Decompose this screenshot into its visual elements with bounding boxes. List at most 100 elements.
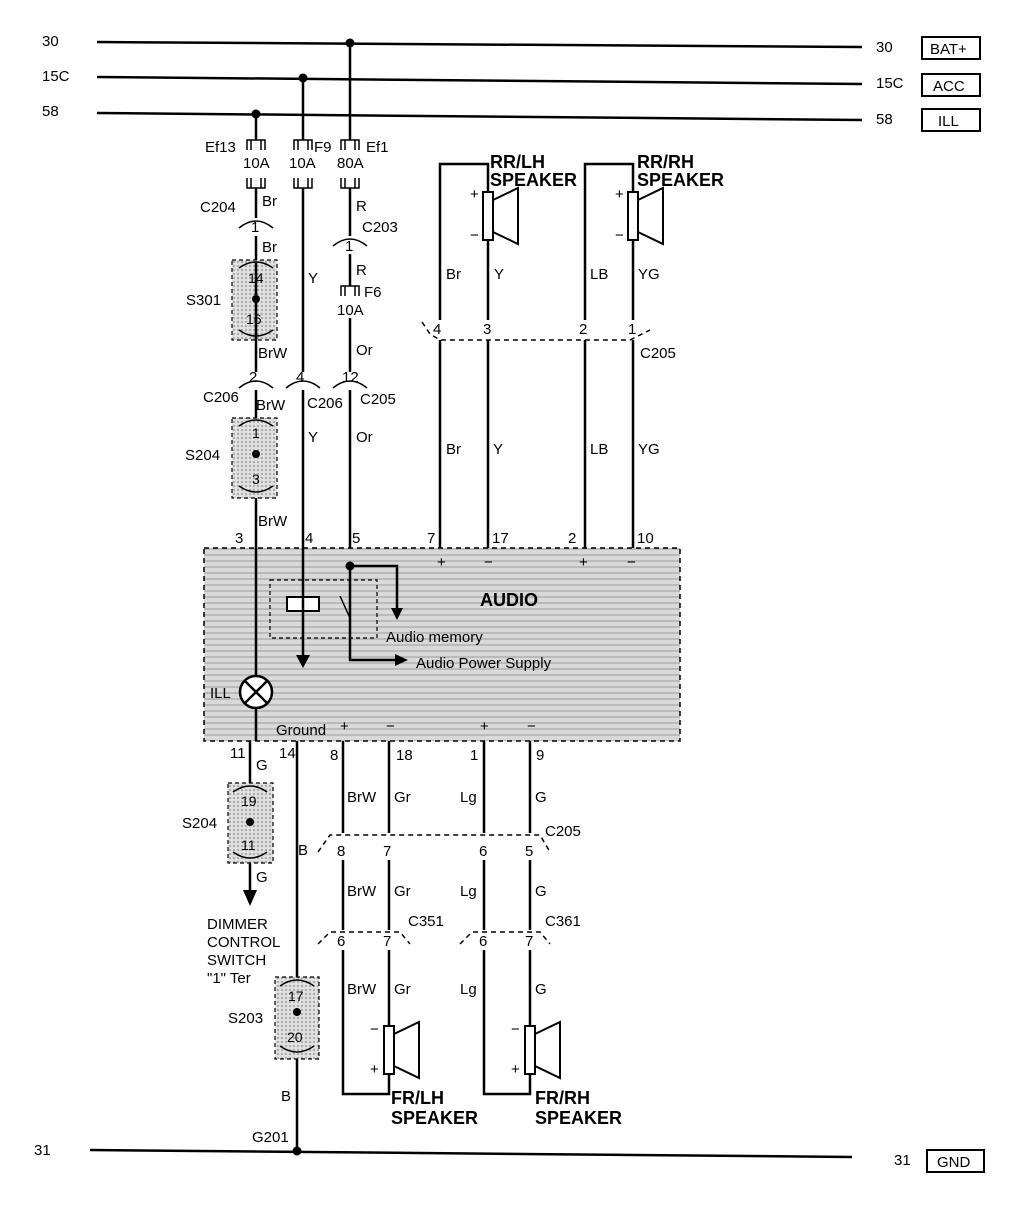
splice-s204-upper-label: S204 [185,447,220,464]
bus-31: 31 31 GND [34,1142,985,1173]
bus-30: 30 30 BAT+ [42,33,981,60]
wire-label-mid-lb: LB [590,441,608,458]
pin-c361-7: 7 [525,933,533,950]
ill-circuit: Ef13 10A Br C204 1 Br 14 16 S301 BrW 2 C… [185,114,288,548]
svg-text:+: + [480,718,489,735]
pin-rr-4: 4 [433,321,441,338]
fr-rh-speaker-name: FR/RH [535,1088,590,1108]
fuse-ef13-rating: 10A [243,155,270,172]
wire-label-b-2: B [281,1088,291,1105]
dimmer-line-3: SWITCH [207,952,266,969]
wire-label-f-lg-3: Lg [460,981,477,998]
svg-text:−: − [627,554,636,571]
wire-label-b: B [298,842,308,859]
pin-c205-5: 5 [525,843,533,860]
ill-tag-box [921,108,981,132]
wire-label-f-g-3: G [535,981,547,998]
wire-label-rr-br: Br [446,266,461,283]
audio-pin-2: 2 [568,530,576,547]
gnd-tag: GND [937,1154,971,1171]
wire-label-rr-yg: YG [638,266,660,283]
svg-text:+: + [470,186,479,203]
splice-s301-label: S301 [186,292,221,309]
splice-s204-lower-label: S204 [182,815,217,832]
wire-label-f-brw-2: BrW [347,883,377,900]
wire-label-mid-y: Y [493,441,503,458]
rr-lh-speaker-name: RR/LH [490,152,545,172]
bus-31-right-label: 31 [894,1152,911,1169]
wire-label-y-2: Y [308,429,318,446]
bus-31-left-label: 31 [34,1142,51,1159]
audio-pin-18: 18 [396,747,413,764]
connector-c203 [332,238,368,247]
wire-label-f-g-2: G [535,883,547,900]
wire-label-f-gr-3: Gr [394,981,411,998]
fuse-ef13-name: Ef13 [205,139,236,156]
fr-lh-speaker: − + FR/LH SPEAKER [341,950,478,1128]
svg-text:−: − [386,718,395,735]
wire-label-br: Br [262,193,277,210]
pin-c351-6: 6 [337,933,345,950]
connector-c206-label-a: C206 [203,389,239,406]
front-speaker-wiring: 8 18 1 9 BrW Gr Lg G C205 8 7 6 5 BrW Gr… [317,741,581,998]
fr-rh-speaker: − + FR/RH SPEAKER [482,950,622,1128]
pin-c206-4: 4 [296,369,304,386]
svg-text:−: − [615,227,624,244]
wire-label-brw: BrW [258,345,288,362]
connector-c205-label-c: C205 [545,823,581,840]
acc-tag: ACC [933,78,965,95]
connector-c205-rear: 4 3 2 1 C205 Br Y LB YG 7 17 2 10 [421,321,676,548]
wire-label-r-2: R [356,262,367,279]
audio-pin-4: 4 [305,530,313,547]
wire-label-f-lg-1: Lg [460,789,477,806]
wire-label-r: R [356,198,367,215]
wire-label-br-2: Br [262,239,277,256]
connector-c351-label: C351 [408,913,444,930]
audio-pin-5: 5 [352,530,360,547]
svg-text:+: + [340,718,349,735]
connector-c203-label: C203 [362,219,398,236]
audio-pin-8: 8 [330,747,338,764]
pin-c205-12: 12 [342,369,359,386]
svg-text:+: + [615,186,624,203]
svg-text:−: − [484,554,493,571]
connector-c205-label-a: C205 [360,391,396,408]
bus-15c-left-label: 15C [42,68,70,85]
connector-c205-a [332,380,368,389]
connector-c205-front [317,834,551,853]
audio-unit: AUDIO + − + − Audio memory Audio Power S… [203,547,681,742]
fuse-ef13-bottom [246,178,266,189]
pin-rr-1: 1 [628,321,636,338]
rr-rh-speaker: + − RR/RH SPEAKER LB YG [583,152,724,320]
ill-lamp-label: ILL [210,685,231,702]
wire-label-rr-y: Y [494,266,504,283]
rr-lh-speaker: + − RR/LH SPEAKER Br Y [438,152,577,320]
splice-s203-top-pin: 17 [288,988,304,1004]
bus-15c: 15C 15C ACC [42,68,981,97]
wire-label-or: Or [356,342,373,359]
acc-tag-box [921,73,981,97]
wire-label-f-g-1: G [535,789,547,806]
splice-s203-label: S203 [228,1010,263,1027]
svg-text:+: + [511,1061,520,1078]
wire-label-brw-3: BrW [258,513,288,530]
fuse-f9-rating: 10A [289,155,316,172]
connector-c206-b [285,380,321,389]
wire-label-mid-br: Br [446,441,461,458]
splice-s204-upper-bottom-pin: 3 [252,471,260,487]
audio-pin-9: 9 [536,747,544,764]
connector-c206-label-b: C206 [307,395,343,412]
pin-c206-2: 2 [249,369,257,386]
audio-power-label: Audio Power Supply [416,655,552,672]
audio-memory-label: Audio memory [386,629,483,646]
svg-text:+: + [579,554,588,571]
fr-rh-speaker-word: SPEAKER [535,1108,622,1128]
audio-pin-3: 3 [235,530,243,547]
connector-c361-label: C361 [545,913,581,930]
wire-label-f-lg-2: Lg [460,883,477,900]
connector-c206-a [238,380,274,389]
pin-c205-7: 7 [383,843,391,860]
wire-label-f-gr-1: Gr [394,789,411,806]
pin-rr-2: 2 [579,321,587,338]
splice-s301-bottom-pin: 16 [246,311,262,327]
